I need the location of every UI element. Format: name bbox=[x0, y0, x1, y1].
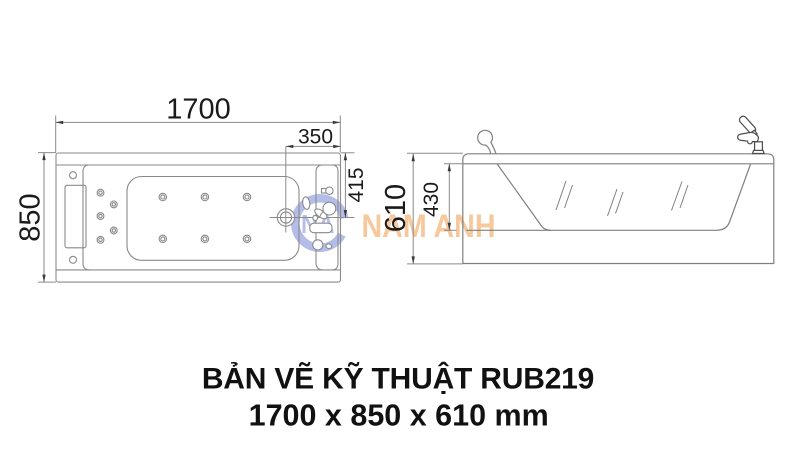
svg-text:430: 430 bbox=[420, 182, 443, 217]
svg-text:1700: 1700 bbox=[166, 94, 231, 126]
svg-text:NAM ANH: NAM ANH bbox=[362, 208, 496, 244]
svg-text:610: 610 bbox=[380, 184, 412, 232]
svg-text:BẢN VẼ KỸ THUẬT RUB219: BẢN VẼ KỸ THUẬT RUB219 bbox=[202, 362, 594, 396]
svg-text:850: 850 bbox=[14, 193, 46, 241]
svg-text:415: 415 bbox=[345, 167, 368, 202]
svg-text:350: 350 bbox=[298, 125, 333, 148]
svg-text:1700 x 850 x 610 mm: 1700 x 850 x 610 mm bbox=[249, 399, 549, 433]
